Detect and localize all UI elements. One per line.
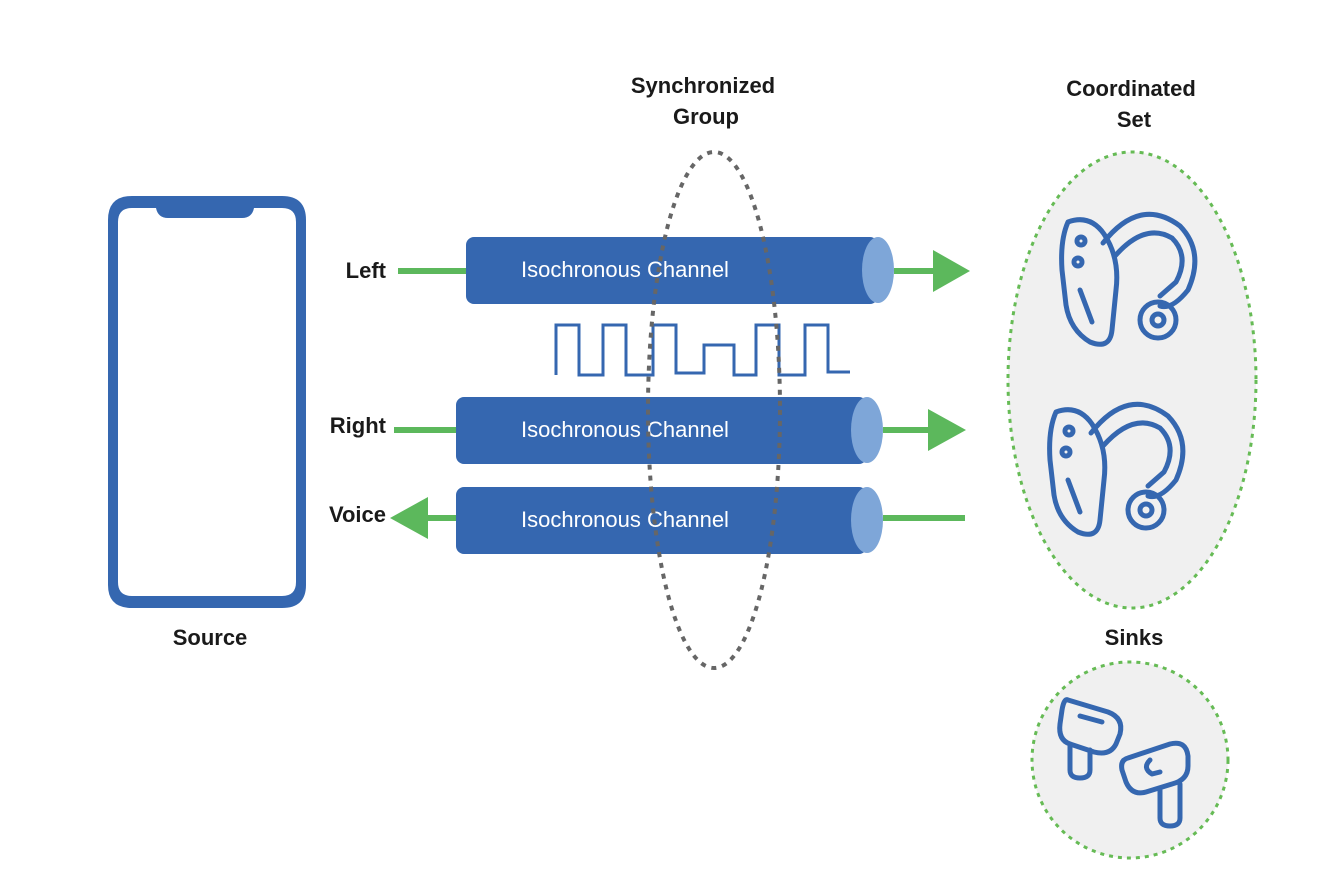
channel-label: Isochronous Channel	[521, 507, 729, 532]
hearing-aid-icon	[1047, 401, 1186, 537]
sinks-boundary	[1030, 660, 1230, 860]
arrow-left-icon	[390, 497, 428, 539]
synchronized-group-label-line1: Synchronized	[631, 73, 775, 98]
synchronized-group-boundary	[646, 150, 782, 670]
arrow-right-icon	[933, 250, 970, 292]
channel-voice: Isochronous Channel Voice	[329, 487, 965, 554]
channel-body	[466, 237, 878, 304]
channel-body	[456, 487, 867, 554]
stream-label-left: Left	[346, 258, 387, 283]
channel-end	[851, 487, 883, 553]
hearing-aid-icon	[1059, 211, 1198, 347]
smartphone-icon	[108, 196, 306, 608]
arrow-right-icon	[928, 409, 966, 451]
channel-end	[862, 237, 894, 303]
channel-body	[456, 397, 867, 464]
synchronized-group-label-line2: Group	[673, 104, 739, 129]
stream-label-voice: Voice	[329, 502, 386, 527]
sinks-label: Sinks	[1105, 625, 1164, 650]
coordinated-set-label-line2: Set	[1117, 107, 1152, 132]
sync-signal-waveform	[554, 323, 850, 377]
channel-left: Isochronous Channel Left	[346, 237, 970, 304]
channel-right: Isochronous Channel Right	[330, 397, 966, 464]
channel-end	[851, 397, 883, 463]
earbuds-icon	[1057, 697, 1191, 829]
channel-label: Isochronous Channel	[521, 417, 729, 442]
channel-label: Isochronous Channel	[521, 257, 729, 282]
source-label: Source	[173, 625, 248, 650]
stream-label-right: Right	[330, 413, 387, 438]
coordinated-set-label-line1: Coordinated	[1066, 76, 1196, 101]
